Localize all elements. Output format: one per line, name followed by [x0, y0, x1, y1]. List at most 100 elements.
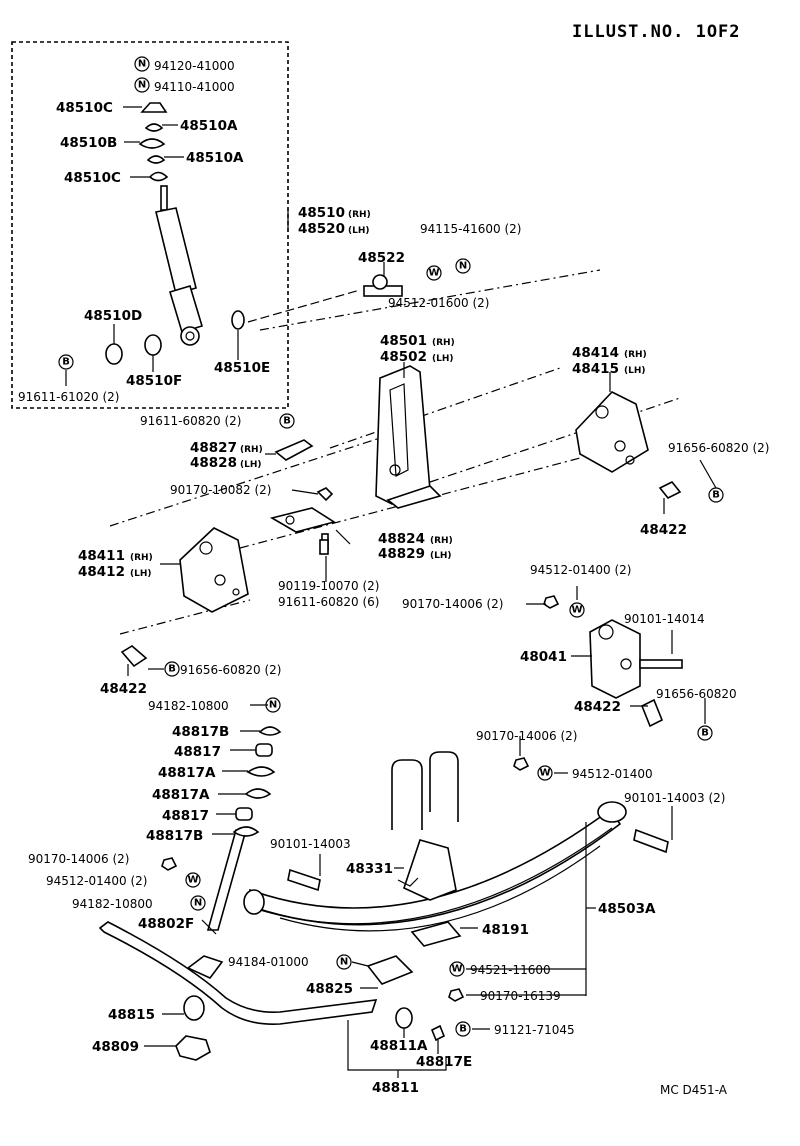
symbol-marker-n: N [459, 261, 467, 272]
symbol-marker-w: W [451, 964, 462, 975]
part-number-label-p90119: 90119-10070 (2) [278, 579, 380, 593]
part-number-label-p48827: 48827 [190, 440, 237, 456]
part-number-label-p48811: 48811 [372, 1080, 419, 1096]
part-number-label-p94512-01600: 94512-01600 (2) [388, 296, 490, 310]
part-number-label-p48817A-a: 48817A [158, 765, 216, 781]
part-number-label-p48510B: 48510B [60, 135, 117, 151]
part-number-label-p91611-61020: 91611-61020 (2) [18, 390, 120, 404]
symbol-marker-b: B [459, 1024, 467, 1035]
part-number-label-p90101-14003-b: 90101-14003 [270, 837, 351, 851]
part-number-label-p48510D: 48510D [84, 308, 142, 324]
stabilizer-bar-48811 [98, 921, 446, 1061]
symbol-marker-b: B [701, 728, 709, 739]
part-number-label-p94110: 94110-41000 [154, 80, 235, 94]
part-number-label-p48824: 48824 [378, 531, 425, 547]
pin-48522 [363, 274, 403, 297]
side-label-lh: (LH) [348, 226, 370, 236]
part-number-label-p48510A-2: 48510A [186, 150, 244, 166]
side-label-rh: (RH) [240, 445, 263, 455]
part-number-label-p94512-01400-a: 94512-01400 (2) [530, 563, 632, 577]
part-number-label-p48422-a: 48422 [640, 522, 687, 538]
part-number-label-p48829: 48829 [378, 546, 425, 562]
part-number-label-p48510C-1: 48510C [56, 100, 113, 116]
part-number-label-p48510E: 48510E [214, 360, 270, 376]
part-number-label-p90101-14014: 90101-14014 [624, 612, 705, 626]
part-number-label-p48501: 48501 [380, 333, 427, 349]
part-number-label-p48414: 48414 [572, 345, 619, 361]
part-number-label-p90101-14003-a: 90101-14003 (2) [624, 791, 726, 805]
shackle-bracket-48414 [575, 391, 649, 473]
side-label-rh: (RH) [348, 210, 371, 220]
part-number-label-p48817A-b: 48817A [152, 787, 210, 803]
symbol-marker-n: N [194, 898, 202, 909]
shackle-48041 [589, 619, 683, 699]
part-labels: 94120-41000 94110-41000 48510C 48510A 48… [18, 59, 770, 1096]
part-number-label-p48191: 48191 [482, 922, 529, 938]
part-number-label-p48422-c: 48422 [574, 699, 621, 715]
part-number-label-p91656-a: 91656-60820 (2) [668, 441, 770, 455]
part-number-label-p48503A: 48503A [598, 901, 656, 917]
part-number-label-p48510A-1: 48510A [180, 118, 238, 134]
part-number-label-p90170-10082: 90170-10082 (2) [170, 483, 272, 497]
symbol-marker-b: B [712, 490, 720, 501]
side-label-lh: (LH) [130, 569, 152, 579]
part-number-label-p48041: 48041 [520, 649, 567, 665]
part-number-label-p94182-b: 94182-10800 [72, 897, 153, 911]
part-number-label-p48811A: 48811A [370, 1038, 428, 1054]
symbol-marker-w: W [539, 768, 550, 779]
side-label-lh: (LH) [624, 366, 646, 376]
part-number-label-p48411: 48411 [78, 548, 125, 564]
part-number-label-p94182-a: 94182-10800 [148, 699, 229, 713]
part-number-label-p48422-b: 48422 [100, 681, 147, 697]
part-number-label-p48817-a: 48817 [174, 744, 221, 760]
part-number-label-p91656-b: 91656-60820 (2) [180, 663, 282, 677]
side-label-lh: (LH) [432, 354, 454, 364]
part-number-label-p48809: 48809 [92, 1039, 139, 1055]
part-number-label-p48817B-a: 48817B [172, 724, 229, 740]
shock-absorber-group-box [11, 41, 289, 409]
part-number-label-p94120: 94120-41000 [154, 59, 235, 73]
symbol-marker-n: N [269, 700, 277, 711]
part-number-label-p48331: 48331 [346, 861, 393, 877]
part-number-label-p90170-14006-c: 90170-14006 (2) [28, 852, 130, 866]
symbol-marker-b: B [283, 416, 291, 427]
shock-absorber-parts [105, 102, 245, 365]
front-bracket-48411 [179, 527, 249, 613]
part-number-label-p48520: 48520 [298, 221, 345, 237]
part-number-label-p48817-b: 48817 [162, 808, 209, 824]
part-number-label-p94521: 94521-11600 [470, 963, 551, 977]
part-number-label-p48522: 48522 [358, 250, 405, 266]
part-number-label-p94512-01400-b: 94512-01400 [572, 767, 653, 781]
symbol-marker-n: N [340, 957, 348, 968]
side-label-lh: (LH) [430, 551, 452, 561]
diagram-code: MC D451-A [660, 1083, 728, 1097]
spring-bracket-48501 [375, 365, 442, 509]
symbol-marker-w: W [187, 875, 198, 886]
leaf-spring-48503A [243, 801, 627, 932]
part-number-label-p48510: 48510 [298, 205, 345, 221]
part-number-label-p48817B-b: 48817B [146, 828, 203, 844]
symbol-marker-w: W [428, 268, 439, 279]
side-label-rh: (RH) [432, 338, 455, 348]
part-number-label-p94115: 94115-41600 (2) [420, 222, 522, 236]
part-number-label-p91656-c: 91656-60820 [656, 687, 737, 701]
part-number-label-p91611-60820-a: 91611-60820 (2) [140, 414, 242, 428]
spring-pad-48331 [397, 839, 457, 901]
side-label-rh: (RH) [130, 553, 153, 563]
part-number-label-p48510F: 48510F [126, 373, 182, 389]
part-number-label-p48412: 48412 [78, 564, 125, 580]
symbol-marker-n: N [138, 59, 146, 70]
symbol-marker-b: B [168, 664, 176, 675]
part-number-label-p48825: 48825 [306, 981, 353, 997]
symbol-marker-b: B [62, 357, 70, 368]
symbol-marker-w: W [571, 605, 582, 616]
part-number-label-p48815: 48815 [108, 1007, 155, 1023]
symbol-marker-n: N [138, 80, 146, 91]
part-number-label-p90170-14006-b: 90170-14006 (2) [476, 729, 578, 743]
part-number-label-p91611-60820-b: 91611-60820 (6) [278, 595, 380, 609]
part-number-label-p48415: 48415 [572, 361, 619, 377]
side-label-lh: (LH) [240, 460, 262, 470]
bracket-48827 [274, 439, 314, 461]
part-number-label-p48817E: 48817E [416, 1054, 472, 1070]
